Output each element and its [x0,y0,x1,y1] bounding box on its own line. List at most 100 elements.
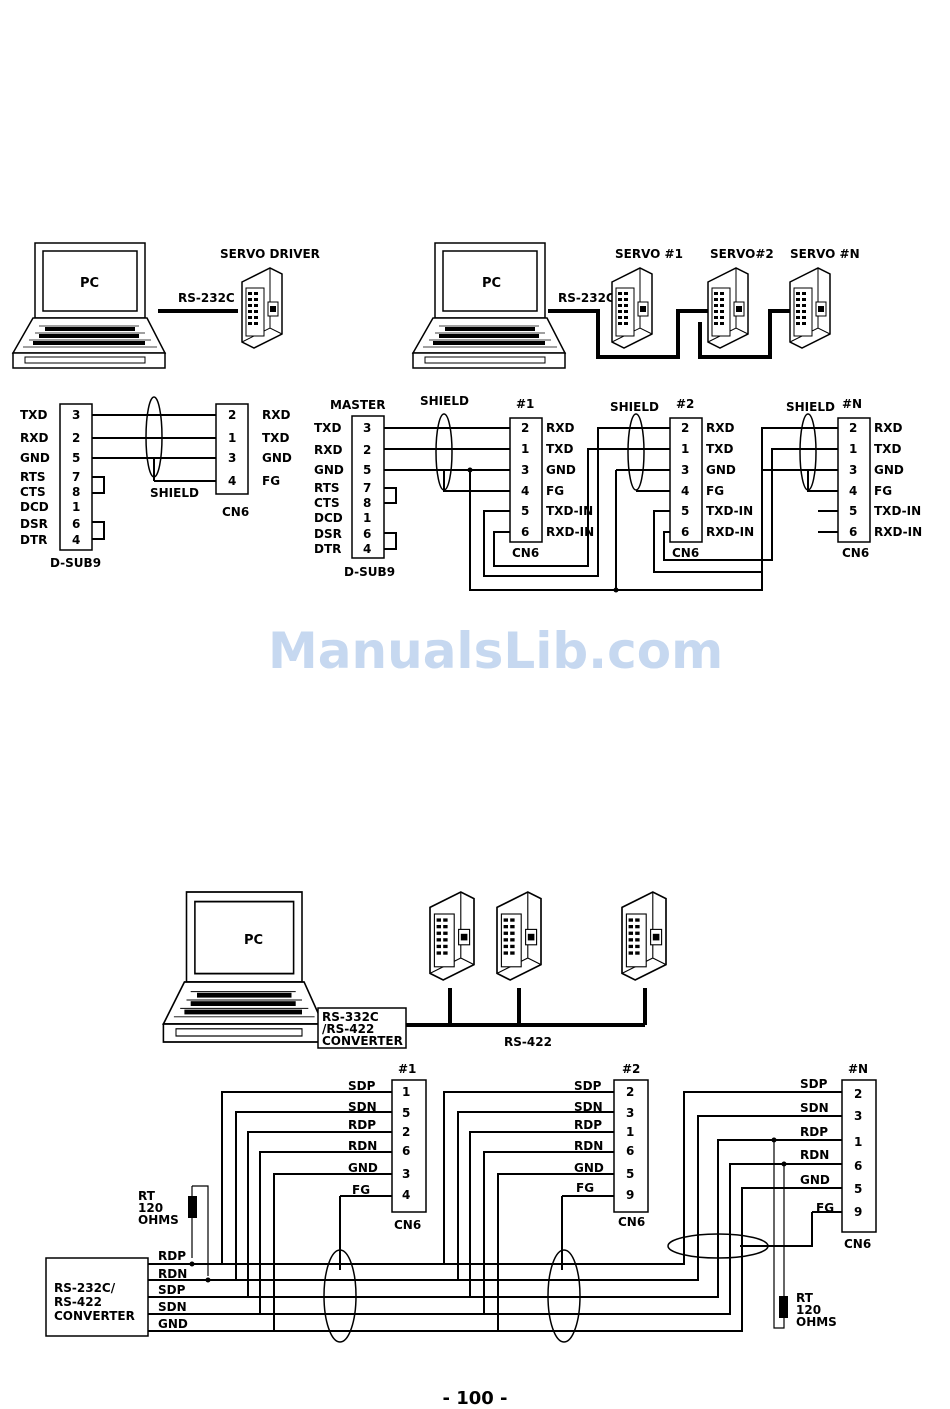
cn6-rows: 2 RXD 1 TXD 3 GND 4 FG [228,408,292,488]
unit-n-cn6-box [841,1079,877,1233]
unit-cn6-label: CN6 [512,546,539,560]
dsub-jumpers [92,476,105,540]
unit-row-name: FG [546,484,564,498]
dsub-row-pin: 6 [72,517,80,531]
unit-row-pin: 6 [849,525,857,539]
dsub-row-pin: 8 [72,485,80,499]
dsub-row-name: CTS [20,485,46,499]
master-row-name: GND [314,463,344,477]
unit-row-pin: 1 [402,1085,410,1099]
cn6-row-pin: 2 [228,408,236,422]
unit-row-pin: 5 [626,1167,634,1181]
converter-box-label: CONVERTER [54,1309,135,1323]
converter-label-line: /RS-422 [322,1022,374,1036]
pc-laptop-icon [162,891,324,1043]
master-title: MASTER [330,398,386,412]
unit-1-cn6-box [509,417,543,543]
pc-label: PC [244,933,263,948]
multi-servo-wiring [384,427,838,591]
unit-row-name: TXD-IN [874,504,921,518]
rs422-wiring [148,1091,842,1332]
unit-row-name: FG [576,1181,594,1195]
unit-title: #2 [676,397,694,411]
unit-row-name: TXD-IN [706,504,753,518]
unit-row-pin: 6 [854,1159,862,1173]
unit-row-pin: 6 [521,525,529,539]
shield-ellipse [145,396,163,478]
unit-row-pin: 9 [854,1205,862,1219]
dsub-row-name: RTS [20,470,46,484]
unit-row-pin: 9 [626,1188,634,1202]
master-jumpers [384,487,397,550]
unit-row-name: RXD-IN [706,525,754,539]
unit-row-name: GND [874,463,904,477]
resistor-label: RT [796,1291,814,1305]
unit-1-cn6-box [391,1079,427,1213]
unit-title: #1 [398,1062,416,1076]
dsub-row-name: TXD [20,408,47,422]
dsub-row-pin: 5 [72,451,80,465]
cn6-connector-box [215,403,249,495]
cn6-row-name: TXD [262,431,289,445]
cn6-row-name: FG [262,474,280,488]
pc-laptop-icon [412,242,566,369]
unit-row-name: RXD-IN [546,525,594,539]
unit-title: #1 [516,397,534,411]
unit-row-name: FG [874,484,892,498]
unit-row-pin: 6 [626,1144,634,1158]
rs422-converter-box [317,1007,407,1049]
unit-row-name: RXD [874,421,902,435]
converter-signal-label: RDN [158,1267,187,1281]
master-dsub9-box [351,415,385,559]
rs232c-multidrop-line [548,309,790,359]
unit-row-name: RDP [574,1118,602,1132]
rs232c-rs422-converter-box [45,1257,149,1337]
shield-label: SHIELD [786,400,835,414]
unit-row-name: GND [348,1161,378,1175]
unit-row-name: FG [706,484,724,498]
unit-row-pin: 2 [626,1085,634,1099]
servo-driver-icon [241,267,283,349]
page-number: - 100 - [442,1388,507,1409]
servo-n-icon [789,267,831,349]
unit-row-name: SDP [348,1079,376,1093]
unit-row-name: GND [574,1161,604,1175]
rs232c-label: RS-232C [178,291,235,305]
resistor-label: RT [138,1189,156,1203]
pc-laptop-icon [12,242,166,369]
unit-row-pin: 5 [521,504,529,518]
unit-row-name: SDP [574,1079,602,1093]
dsub-row-pin: 2 [72,431,80,445]
master-row-name: RTS [314,481,340,495]
pc-label: PC [482,276,501,291]
unit-cn6-label: CN6 [394,1218,421,1232]
unit-row-pin: 2 [854,1087,862,1101]
unit-row-pin: 3 [402,1167,410,1181]
master-row-pin: 1 [363,511,371,525]
converter-signal-label: SDP [158,1283,186,1297]
junction-dot [781,1161,787,1167]
cn6-row-name: GND [262,451,292,465]
unit-cn6-label: CN6 [618,1215,645,1229]
unit-row-pin: 5 [849,504,857,518]
servo-icon [496,891,542,981]
unit-row-name: RXD [546,421,574,435]
unit-row-pin: 3 [521,463,529,477]
servo-label: SERVO #N [790,247,860,261]
master-row-name: DSR [314,527,342,541]
converter-signal-label: GND [158,1317,188,1331]
dsub-row-name: DSR [20,517,48,531]
unit-row-name: RDN [348,1139,377,1153]
rs422-unit-1-rows: #1 SDP 1 SDN 5 RDP 2 RDN 6 GND 3 FG 4 CN… [348,1062,421,1232]
unit-n-cn6-box [837,417,871,543]
unit-row-name: SDN [574,1100,603,1114]
converter-label-line: RS-332C [322,1010,379,1024]
unit-row-pin: 4 [521,484,529,498]
rs422-bus-label: RS-422 [504,1035,552,1049]
shield-label: SHIELD [610,400,659,414]
unit-row-name: SDN [800,1101,829,1115]
junction-dot [205,1277,211,1283]
converter-box-label: RS-232C/ [54,1281,116,1295]
dsub9-label: D-SUB9 [50,556,101,570]
unit-row-pin: 3 [849,463,857,477]
